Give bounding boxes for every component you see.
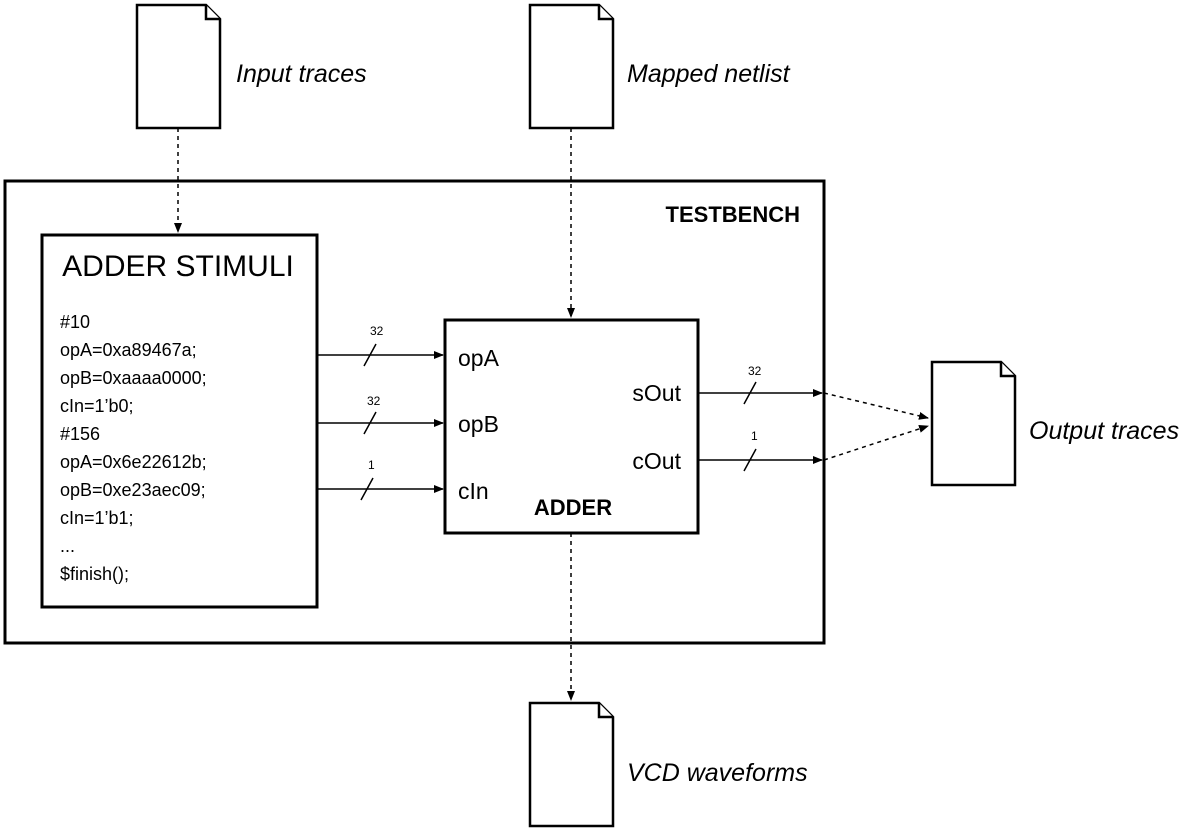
bus-cOut: 1 [698, 429, 823, 472]
mapped-netlist-label: Mapped netlist [627, 60, 791, 88]
stimuli-line: ... [60, 536, 75, 556]
bus-width-label: 1 [751, 429, 758, 443]
port-sOut: sOut [632, 380, 681, 406]
stimuli-title: ADDER STIMULI [62, 250, 294, 283]
bus-width-label: 1 [368, 458, 375, 472]
cout-output-flow [823, 424, 929, 461]
stimuli-line: $finish(); [60, 564, 129, 584]
stimuli-line: opB=0xaaaa0000; [60, 368, 207, 388]
port-opA: opA [458, 345, 500, 371]
port-cIn: cIn [458, 478, 489, 504]
mapped-netlist-document-icon [528, 3, 615, 130]
stimuli-box [40, 233, 319, 609]
bus-width-label: 32 [367, 394, 381, 408]
vcd-waveforms-document-icon [528, 701, 615, 828]
stimuli-line: opA=0xa89467a; [60, 340, 197, 360]
input-traces-document-icon [135, 3, 222, 130]
output-traces-label: Output traces [1029, 417, 1179, 445]
sout-output-flow [823, 392, 929, 420]
bus-width-label: 32 [370, 324, 384, 338]
bus-sOut: 32 [698, 364, 823, 405]
input-traces-label: Input traces [236, 60, 367, 88]
stimuli-line: #10 [60, 312, 90, 332]
stimuli-line: opB=0xe23aec09; [60, 480, 206, 500]
bus-opA: 32 [317, 324, 444, 367]
bus-cIn: 1 [317, 458, 444, 501]
stimuli-line: opA=0x6e22612b; [60, 452, 207, 472]
output-traces-document-icon [930, 360, 1017, 487]
port-opB: opB [458, 411, 499, 437]
stimuli-code: #10 opA=0xa89467a; opB=0xaaaa0000; cIn=1… [60, 312, 207, 584]
port-cOut: cOut [632, 448, 681, 474]
vcd-waveforms-label: VCD waveforms [627, 759, 808, 787]
adder-label: ADDER [534, 495, 612, 520]
stimuli-line: cIn=1’b0; [60, 396, 134, 416]
stimuli-line: cIn=1’b1; [60, 508, 134, 528]
stimuli-line: #156 [60, 424, 100, 444]
testbench-label: TESTBENCH [666, 202, 800, 227]
bus-width-label: 32 [748, 364, 762, 378]
bus-opB: 32 [317, 394, 444, 435]
adder-box [443, 318, 700, 535]
